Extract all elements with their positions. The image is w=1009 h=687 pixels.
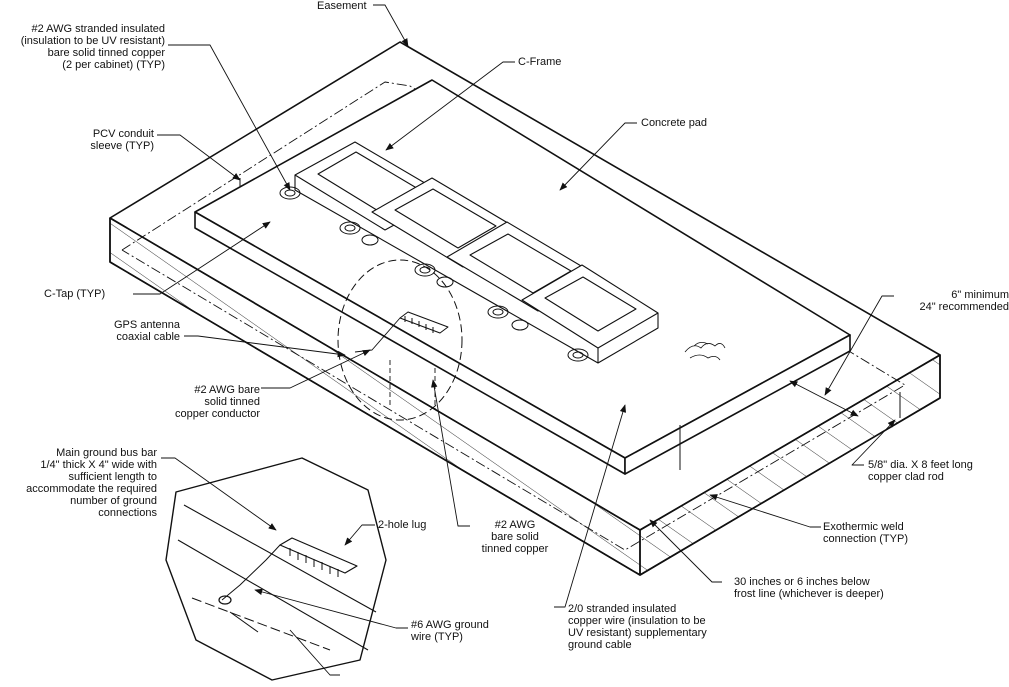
label-line: bare solid tinned copper xyxy=(47,47,165,59)
label-line: UV resistant) supplementary xyxy=(568,627,707,639)
label-line: copper conductor xyxy=(175,408,260,420)
label-line: frost line (whichever is deeper) xyxy=(734,588,884,600)
label-line: number of ground xyxy=(70,495,157,507)
label-line: sleeve (TYP) xyxy=(90,140,154,152)
label-line: 24" recommended xyxy=(919,301,1009,313)
label-ground-rod: 5/8" dia. X 8 feet long copper clad rod xyxy=(868,459,973,483)
label-six-inch-minimum: 6" minimum 24" recommended xyxy=(850,289,1009,313)
label-exothermic-weld: Exothermic weld connection (TYP) xyxy=(823,521,908,545)
label-line: (insulation to be UV resistant) xyxy=(20,35,165,47)
label-line: tinned copper xyxy=(481,543,549,555)
label-6awg-ground-wire: #6 AWG ground wire (TYP) xyxy=(411,619,489,643)
label-line: connections xyxy=(98,507,157,519)
label-line: Exothermic weld xyxy=(823,521,904,533)
label-line: (2 per cabinet) (TYP) xyxy=(62,59,165,71)
label-line: 5/8" dia. X 8 feet long xyxy=(868,459,973,471)
label-line: Main ground bus bar xyxy=(56,447,157,459)
label-line: bare solid xyxy=(491,531,539,543)
label-line: sufficient length to xyxy=(68,471,157,483)
label-line: 30 inches or 6 inches below xyxy=(734,576,870,588)
label-main-ground-bus: Main ground bus bar 1/4" thick X 4" wide… xyxy=(0,447,157,519)
label-thirty-inches: 30 inches or 6 inches below frost line (… xyxy=(734,576,884,600)
label-line: #2 AWG bare xyxy=(194,384,260,396)
label-line: accommodate the required xyxy=(26,483,157,495)
label-2awg-bare-left: #2 AWG bare solid tinned copper conducto… xyxy=(140,384,260,420)
conduit-sleeves xyxy=(279,186,589,362)
label-line: GPS antenna xyxy=(113,319,180,331)
label-easement: Easement xyxy=(317,0,367,12)
label-line: wire (TYP) xyxy=(411,631,463,643)
label-pcv-conduit: PCV conduit sleeve (TYP) xyxy=(40,128,154,152)
easement-slab xyxy=(109,41,941,576)
ground-bus-bar-small xyxy=(354,311,449,353)
label-c-frame: C-Frame xyxy=(518,56,562,68)
label-line: #2 AWG stranded insulated xyxy=(31,23,165,35)
label-line: 6" minimum xyxy=(951,289,1009,301)
label-line: connection (TYP) xyxy=(823,533,908,545)
cabinet-frames xyxy=(294,141,659,364)
label-concrete-pad: Concrete pad xyxy=(641,117,708,129)
label-line: #6 AWG ground xyxy=(411,619,489,631)
label-line: copper clad rod xyxy=(868,471,944,483)
label-2awg-stranded: #2 AWG stranded insulated (insulation to… xyxy=(0,23,165,71)
leader-arrows xyxy=(133,4,896,676)
label-line: coaxial cable xyxy=(116,331,180,343)
label-2-0-stranded: 2/0 stranded insulated copper wire (insu… xyxy=(568,603,707,651)
label-c-tap: C-Tap (TYP) xyxy=(44,288,106,300)
label-gps-antenna: GPS antenna coaxial cable xyxy=(60,319,180,343)
label-line: ground cable xyxy=(568,639,632,651)
label-line: 1/4" thick X 4" wide with xyxy=(40,459,157,471)
inset-detail xyxy=(165,457,387,681)
label-2awg-bare-center: #2 AWG bare solid tinned copper xyxy=(470,519,560,555)
label-2-hole-lug: 2-hole lug xyxy=(378,519,427,531)
detail-callout-circle xyxy=(337,259,463,421)
label-line: copper wire (insulation to be xyxy=(568,615,706,627)
label-line: 2/0 stranded insulated xyxy=(568,603,677,615)
label-line: PCV conduit xyxy=(92,128,154,140)
label-line: #2 AWG xyxy=(494,519,536,531)
label-line: solid tinned xyxy=(204,396,260,408)
